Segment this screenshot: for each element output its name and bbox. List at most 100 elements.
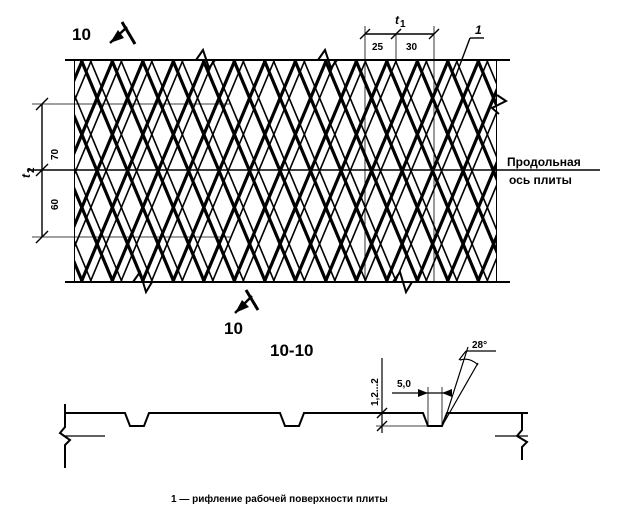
lattice-rib-inner [74,238,93,282]
section-title: 10-10 [270,341,313,360]
dim-t2-tick-bottom [35,230,49,244]
lattice-rib [231,60,329,282]
lattice-rib [74,60,85,85]
dim-t1-tick-left [359,28,371,40]
lattice-rib-inner [562,20,619,322]
lattice-rib [522,20,619,322]
lattice-rib-inner [180,60,276,282]
break-mark-top-right [317,47,338,71]
dim-angle-label: 28° [472,340,487,351]
axis-label-line1: Продольная [507,155,581,169]
section-break-left [58,404,72,468]
lattice-rib-inner [241,60,337,282]
lattice-rib [583,20,619,322]
dim-t2-label: t [19,173,33,178]
lattice-rib [614,20,619,322]
lattice-rib-inner [333,60,428,282]
dim-25-label: 25 [372,42,384,53]
lattice-rib [475,231,497,282]
lattice-rib-inner [0,20,78,322]
lattice-rib-inner [531,20,619,322]
dim-angle-ext-2 [441,362,479,427]
callout-1-leader [454,37,471,79]
section-mark-bottom-label: 10 [224,319,243,338]
break-mark-right [490,94,508,115]
lattice-rib [614,20,619,322]
dim-height-tick-top [376,407,388,419]
lattice-rib-inner [485,60,497,87]
figure-caption: 1 — рифление рабочей поверхности плиты [171,493,388,505]
lattice-rib-inner [119,60,215,282]
lattice-rib [0,20,8,322]
lattice-rib-inner [455,60,497,160]
dim-t1-label: t [395,13,400,27]
lattice-rib [522,20,619,322]
lattice-rib [384,60,481,282]
section-view [58,346,529,468]
break-mark-bottom-left [132,269,153,295]
lattice-rib [553,20,619,322]
dim-t1-tick-mid [390,28,402,40]
lattice-rib-inner [485,255,497,282]
lattice-rib [414,85,497,282]
lattice-rib-inner [0,20,78,322]
lattice-rib [109,60,207,282]
break-mark-top-left [195,47,216,71]
dim-width-arrow-right [442,389,452,397]
lattice-rib [74,60,146,231]
diamond-lattice-pattern [0,20,619,322]
dim-t2-tick-mid [35,163,49,177]
dim-30-label: 30 [406,42,418,53]
plan-view [0,20,619,322]
lattice-rib-inner [501,20,619,322]
dim-width-label: 5,0 [397,379,411,390]
lattice-rib [583,20,619,322]
callout-1-label: 1 [475,23,482,37]
lattice-rib [292,60,390,282]
lattice-rib [492,20,618,322]
lattice-rib-inner [0,20,17,322]
plate-surface-profile [65,412,528,427]
lattice-rib-inner [501,20,619,322]
lattice-rib [201,60,298,282]
lattice-rib-inner [363,60,459,282]
lattice-rib-inner [74,60,123,177]
dim-t1-subscript: 1 [400,19,406,30]
lattice-rib-inner [455,182,497,282]
section-cut-mark-bottom [234,289,260,314]
dim-t1-tick-right [428,28,440,40]
lattice-rib-inner [150,60,245,282]
dim-t2-tick-top [35,97,49,111]
section-mark-top-label: 10 [72,25,91,44]
lattice-rib [74,60,115,158]
lattice-rib [0,20,8,322]
section-break-right [515,413,529,460]
dim-width-arrow-left [418,389,428,397]
lattice-rib-inner [0,20,17,322]
lattice-rib [492,20,618,322]
lattice-rib [353,60,451,282]
lattice-rib-inner [531,20,619,322]
lattice-rib-inner [562,20,619,322]
lattice-rib-inner [302,60,398,282]
lattice-rib-inner [592,20,619,322]
lattice-rib-inner [211,60,306,282]
lattice-rib-inner [424,109,497,282]
lattice-rib [553,20,619,322]
section-cut-mark-top [109,21,137,45]
break-mark-bottom-right [392,269,413,295]
lattice-rib [262,60,359,282]
dim-60-label: 60 [50,198,61,210]
lattice-rib-inner [592,20,619,322]
dim-height-tick-bottom [376,420,388,432]
lattice-rib [170,60,268,282]
lattice-rib-inner [89,60,184,282]
lattice-rib-inner [74,60,93,104]
dim-angle-ext-1 [446,346,469,414]
lattice-rib [140,60,237,282]
lattice-rib [79,60,176,282]
lattice-rib-inner [74,60,154,250]
dim-70-label: 70 [50,148,61,160]
lattice-rib [475,60,497,111]
